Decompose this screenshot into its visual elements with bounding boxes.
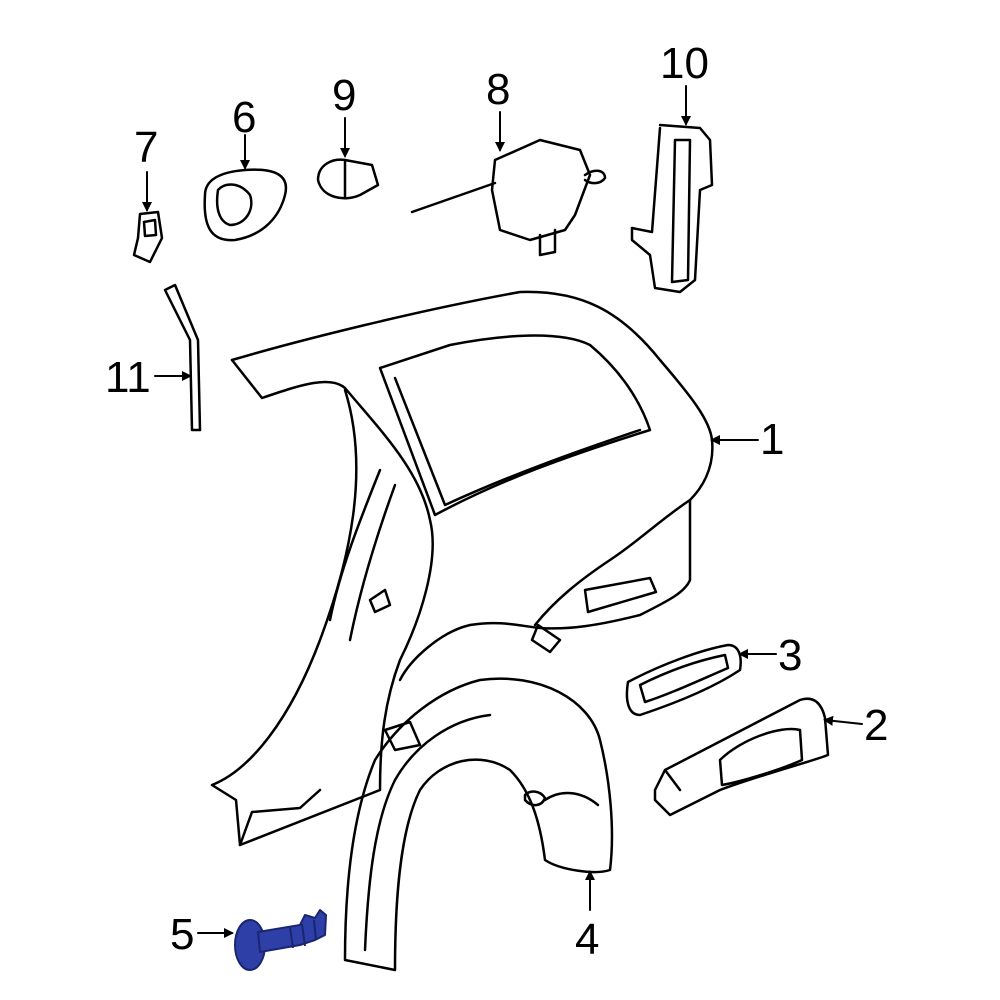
callout-3: 3 <box>778 631 803 680</box>
callout-5: 5 <box>170 910 195 959</box>
arrow-2 <box>823 715 863 726</box>
callout-7: 7 <box>134 123 159 172</box>
callout-9: 9 <box>332 71 357 120</box>
leader-arrows <box>142 85 863 938</box>
door-actuator <box>410 138 607 257</box>
highlighted-bolt <box>234 909 327 971</box>
callout-6: 6 <box>232 93 257 142</box>
grommet <box>316 158 380 200</box>
lower-extension <box>653 697 830 817</box>
callout-11: 11 <box>105 353 151 402</box>
wheelhouse-liner <box>343 677 614 972</box>
mounting-bracket <box>630 123 714 294</box>
callout-1: 1 <box>760 415 785 464</box>
vent-grille <box>625 643 742 717</box>
callout-4: 4 <box>575 915 600 964</box>
callout-10: 10 <box>660 39 709 88</box>
drain-hose <box>163 283 202 432</box>
fuel-door <box>203 168 288 242</box>
callout-8: 8 <box>486 65 511 114</box>
quarter-panel <box>210 290 714 847</box>
callout-2: 2 <box>864 701 889 750</box>
clip-part <box>132 210 164 264</box>
